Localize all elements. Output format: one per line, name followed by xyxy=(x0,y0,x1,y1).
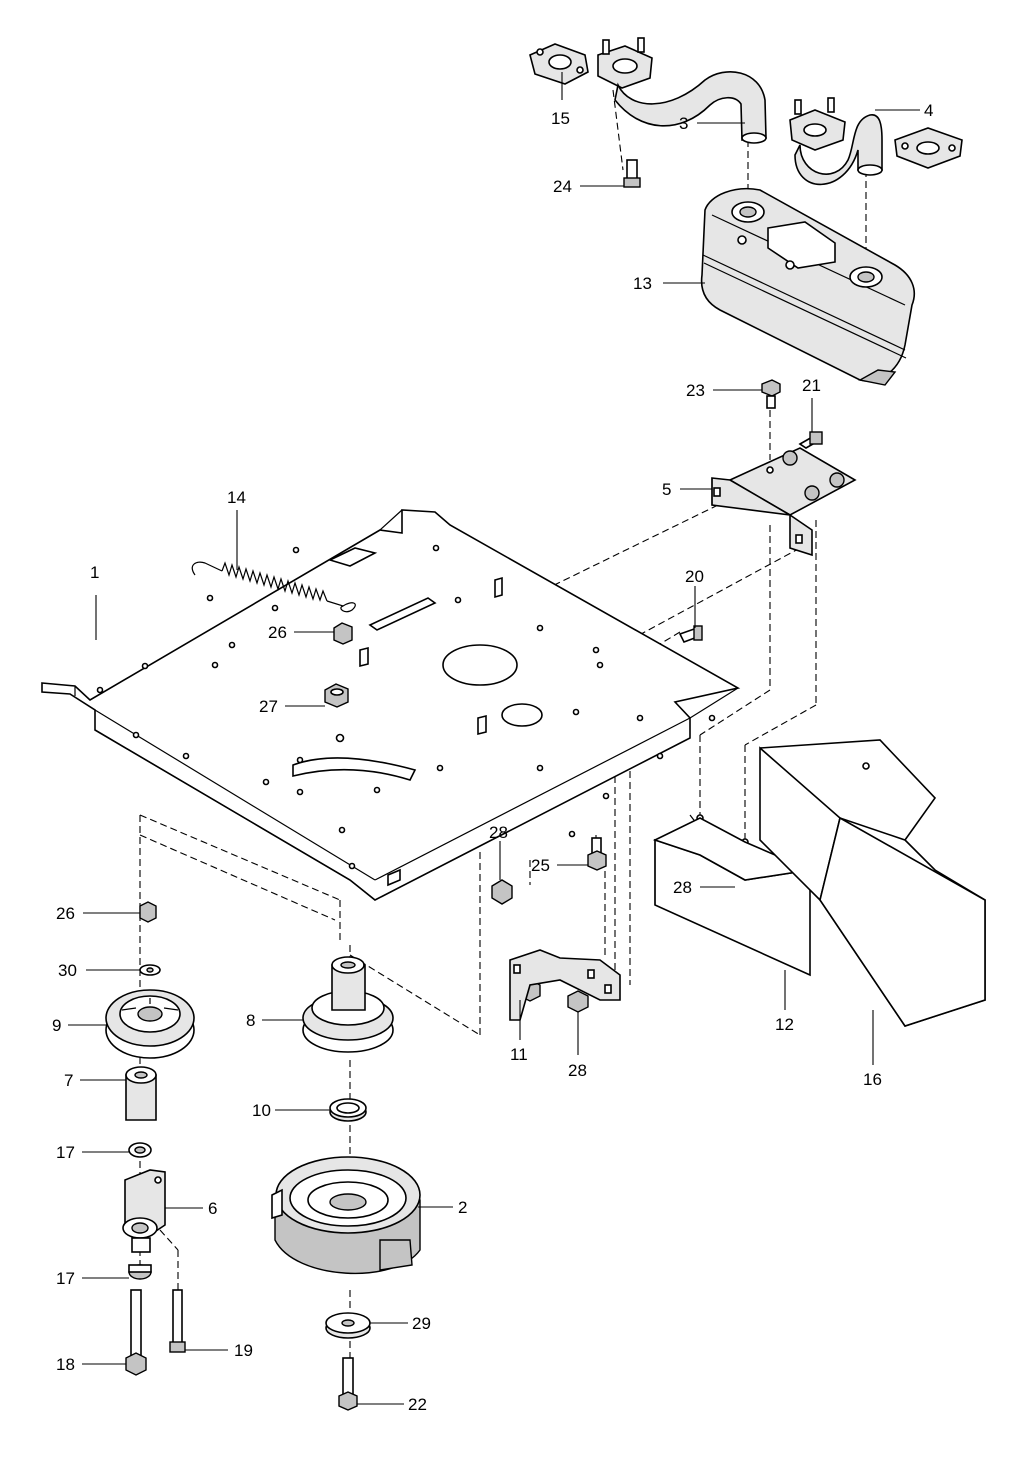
nut-26-lower xyxy=(139,901,157,923)
callout-21: 21 xyxy=(802,376,821,395)
gasket-4 xyxy=(894,127,963,169)
bolt-19 xyxy=(169,1289,186,1353)
washer-30 xyxy=(139,964,161,976)
nut-28-plate xyxy=(491,879,513,905)
exhaust-pipe-3 xyxy=(597,37,767,144)
spacer-ring-10 xyxy=(329,1098,367,1122)
nut-26-upper xyxy=(333,622,353,645)
callout-24: 24 xyxy=(553,177,572,196)
callout-2: 2 xyxy=(458,1198,467,1217)
bolt-18 xyxy=(125,1289,147,1376)
callout-28-plate: 28 xyxy=(489,823,508,842)
callout-9: 9 xyxy=(52,1016,61,1035)
bolt-25 xyxy=(587,837,607,871)
callout-19: 19 xyxy=(234,1341,253,1360)
bushing-17-upper xyxy=(128,1142,152,1158)
callout-27: 27 xyxy=(259,697,278,716)
callout-11: 11 xyxy=(510,1045,528,1064)
callout-28-shield: 28 xyxy=(673,878,692,897)
callout-12: 12 xyxy=(775,1015,794,1034)
callout-17-upper: 17 xyxy=(56,1143,75,1162)
callout-23: 23 xyxy=(686,381,705,400)
callout-25: 25 xyxy=(531,856,550,875)
guard-16 xyxy=(759,739,986,1027)
callout-labels: 1 2 3 4 5 6 7 8 9 10 11 12 13 14 15 16 1… xyxy=(52,101,933,1414)
washer-29 xyxy=(325,1312,371,1339)
callout-7: 7 xyxy=(64,1071,73,1090)
callout-1: 1 xyxy=(90,563,99,582)
gasket-15 xyxy=(529,43,589,85)
callout-8: 8 xyxy=(246,1011,255,1030)
electric-clutch-2 xyxy=(271,1156,421,1275)
callout-18: 18 xyxy=(56,1355,75,1374)
callout-13: 13 xyxy=(633,274,652,293)
callout-14: 14 xyxy=(227,488,246,507)
callout-20: 20 xyxy=(685,567,704,586)
bolt-22 xyxy=(338,1357,358,1411)
bushing-17-lower xyxy=(128,1264,152,1280)
bolt-20 xyxy=(678,625,703,644)
bolt-23 xyxy=(761,379,781,409)
callout-16: 16 xyxy=(863,1070,882,1089)
callout-26-lower: 26 xyxy=(56,904,75,923)
exhaust-pipe-4 xyxy=(789,97,883,186)
callout-4: 4 xyxy=(924,101,933,120)
callout-5: 5 xyxy=(662,480,671,499)
muffler-bracket-5 xyxy=(711,447,857,557)
bolt-24 xyxy=(623,159,641,188)
callout-29: 29 xyxy=(412,1314,431,1333)
callout-30: 30 xyxy=(58,961,77,980)
mounting-plate-1 xyxy=(41,509,741,901)
pulley-8 xyxy=(302,956,394,1053)
assembly-lines xyxy=(139,89,867,1360)
callout-17-lower: 17 xyxy=(56,1269,75,1288)
idler-pulley-9 xyxy=(105,989,195,1059)
spring-14 xyxy=(191,561,356,613)
callout-10: 10 xyxy=(252,1101,271,1120)
bolt-21 xyxy=(798,431,823,449)
bracket-11 xyxy=(509,949,621,1021)
callout-26-upper: 26 xyxy=(268,623,287,642)
idler-arm-6 xyxy=(122,1169,166,1253)
leader-lines xyxy=(68,72,920,1405)
callout-15: 15 xyxy=(551,109,570,128)
callout-6: 6 xyxy=(208,1199,217,1218)
spacer-7 xyxy=(125,1066,157,1121)
muffler-13 xyxy=(700,187,916,386)
callout-3: 3 xyxy=(679,114,688,133)
nut-27 xyxy=(324,683,349,708)
callout-22: 22 xyxy=(408,1395,427,1414)
callout-28-bracket: 28 xyxy=(568,1061,587,1080)
